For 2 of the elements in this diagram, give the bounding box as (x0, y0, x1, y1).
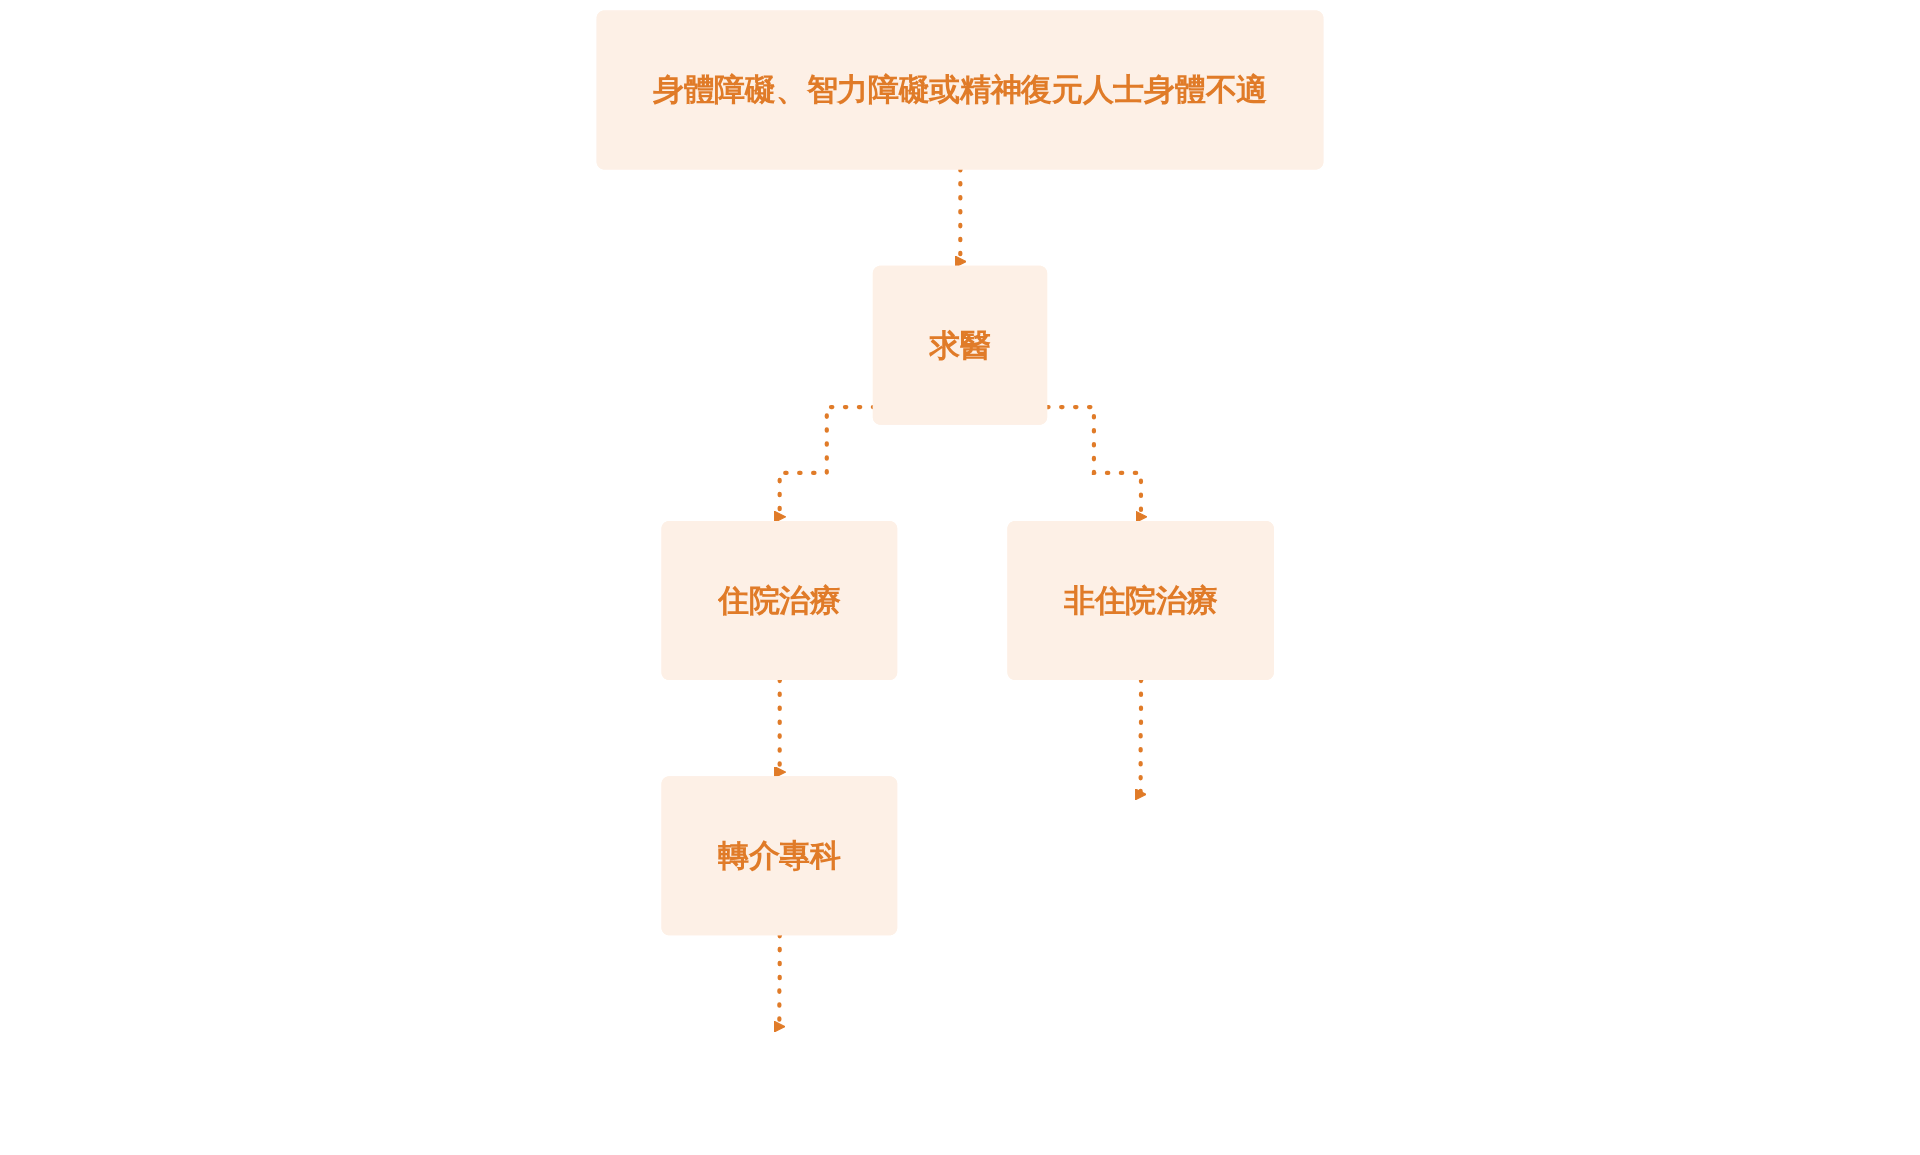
arrow (954, 167, 967, 268)
arrow (773, 933, 786, 1033)
